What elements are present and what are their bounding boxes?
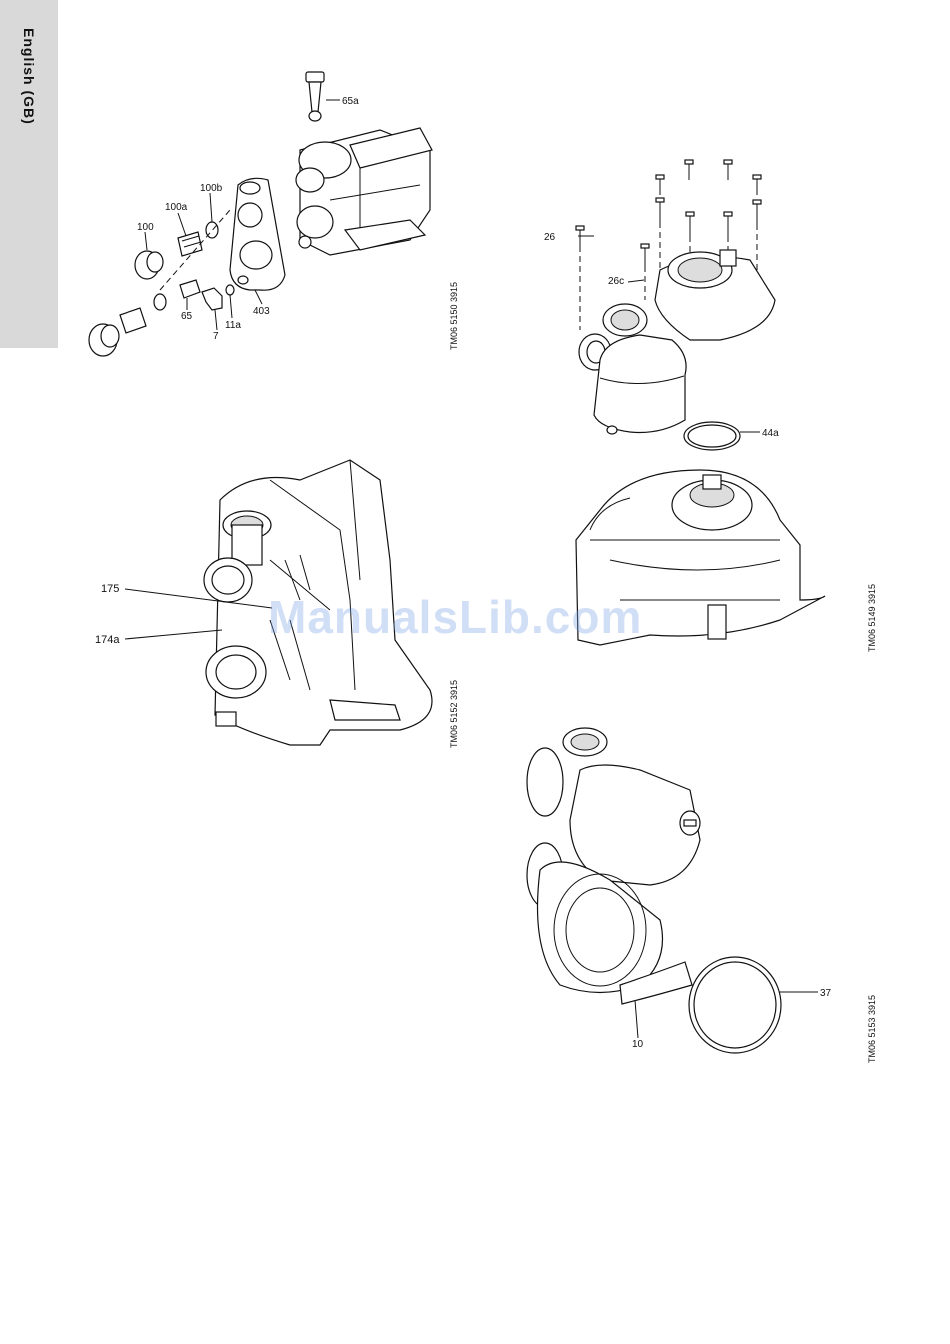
callout-175: 175 bbox=[101, 583, 119, 595]
watermark: ManualsLib.com bbox=[268, 590, 642, 644]
callout-65: 65 bbox=[181, 311, 193, 322]
callout-174a: 174a bbox=[95, 634, 120, 646]
callout-44a: 44a bbox=[762, 428, 779, 439]
callout-100b: 100b bbox=[200, 183, 223, 194]
callout-11a: 11a bbox=[225, 320, 241, 331]
callout-100a: 100a bbox=[165, 202, 188, 213]
callout-403: 403 bbox=[253, 306, 270, 317]
callout-10: 10 bbox=[632, 1039, 644, 1050]
figure-4-drawing bbox=[527, 728, 818, 1053]
figure-1-code: TM06 5150 3915 bbox=[449, 282, 459, 350]
figure-2-drawing bbox=[576, 160, 825, 645]
callout-100: 100 bbox=[137, 222, 154, 233]
callout-37: 37 bbox=[820, 988, 832, 999]
callout-7: 7 bbox=[213, 331, 219, 342]
callout-26c: 26c bbox=[608, 276, 624, 287]
figure-2-code: TM06 5149 3915 bbox=[867, 584, 877, 652]
figure-4-code: TM06 5153 3915 bbox=[867, 995, 877, 1063]
figure-3-code: TM06 5152 3915 bbox=[449, 680, 459, 748]
callout-26: 26 bbox=[544, 232, 556, 243]
callout-65a: 65a bbox=[342, 96, 359, 107]
